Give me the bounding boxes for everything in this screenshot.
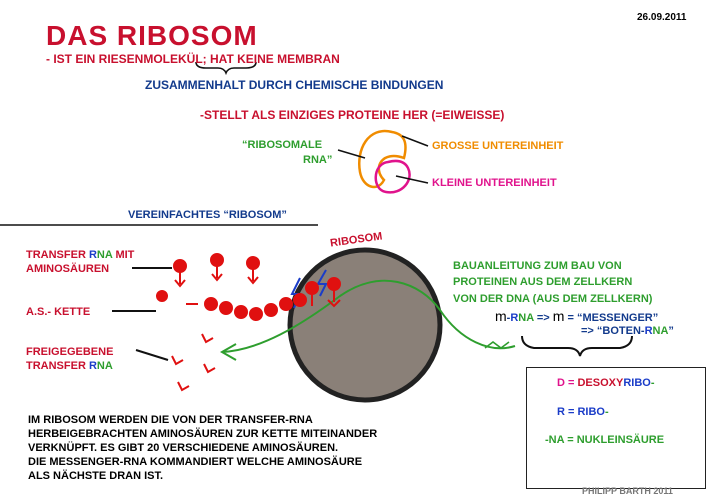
text-m: m bbox=[495, 308, 507, 324]
summary-line: ALS NÄCHSTE DRAN IST. bbox=[28, 470, 164, 482]
text-r: R bbox=[88, 360, 97, 372]
mrna-strand bbox=[221, 279, 516, 353]
trna-group bbox=[173, 253, 341, 308]
boten-line: => “BOTEN-RNA” bbox=[581, 325, 674, 337]
trna-label-line2: AMINOSÄUREN bbox=[26, 263, 110, 275]
text: RIBO bbox=[577, 406, 605, 418]
summary-line: DIE MESSENGER-RNA KOMMANDIERT WELCHE AMI… bbox=[28, 456, 363, 468]
text: RIBO bbox=[623, 377, 651, 389]
date-label: 26.09.2011 bbox=[637, 12, 687, 23]
simplified-heading: VEREINFACHTES “RIBOSOM” bbox=[128, 209, 287, 221]
cohesion-fact: ZUSAMMENHALT DURCH CHEMISCHE BINDUNGEN bbox=[145, 78, 444, 92]
text: ” bbox=[668, 325, 674, 337]
text: => “BOTEN- bbox=[581, 325, 645, 337]
mrna-tail bbox=[484, 341, 510, 349]
summary-line: HERBEIGEBRACHTEN AMINOSÄUREN ZUR KETTE M… bbox=[28, 428, 378, 440]
ribosome-circle bbox=[287, 247, 443, 403]
mrna-arrowhead bbox=[219, 343, 237, 361]
text-na: NA bbox=[96, 360, 113, 372]
legend-na: -NA = NUKLEINSÄURE bbox=[545, 434, 664, 446]
released-trna bbox=[171, 333, 216, 392]
bond-bolt-icon bbox=[316, 269, 328, 297]
text-na: NA bbox=[518, 312, 534, 324]
text-na: NA bbox=[652, 325, 669, 337]
large-subunit-pointer bbox=[401, 135, 429, 147]
text-r: R bbox=[88, 249, 97, 261]
text-m2: m bbox=[552, 308, 565, 324]
text-r: R bbox=[510, 312, 519, 324]
large-subunit-shape bbox=[358, 129, 407, 189]
text: - bbox=[650, 377, 655, 389]
summary-line: IM RIBOSOM WERDEN DIE VON DER TRANSFER-R… bbox=[28, 414, 313, 426]
amino-acid-chain bbox=[156, 290, 307, 321]
brace-right bbox=[521, 335, 633, 357]
chain-label: A.S.- KETTE bbox=[26, 306, 91, 318]
blueprint-line2: PROTEINEN AUS DEM ZELLKERN bbox=[453, 276, 633, 288]
text: D = bbox=[557, 377, 578, 389]
text-messenger: = “MESSENGER” bbox=[564, 312, 659, 324]
trna-label-line1: TRANSFER RNA MIT bbox=[26, 249, 134, 261]
rrna-pointer bbox=[337, 149, 366, 159]
text: NUKLEINSÄURE bbox=[576, 434, 665, 446]
blueprint-line3: VON DER DNA (AUS DEM ZELLKERN) bbox=[453, 293, 653, 305]
text-arrow: => bbox=[533, 312, 553, 324]
label-pointers bbox=[112, 267, 172, 361]
text: R = bbox=[557, 406, 578, 418]
text: MIT bbox=[112, 249, 135, 261]
text-r: R bbox=[644, 325, 653, 337]
text: DESOXY bbox=[577, 377, 624, 389]
rrna-label-line2: RNA” bbox=[303, 154, 333, 166]
protein-fact: -STELLT ALS EINZIGES PROTEINE HER (=EIWE… bbox=[200, 108, 505, 122]
text: TRANSFER bbox=[26, 360, 89, 372]
text-na: NA bbox=[96, 249, 113, 261]
subtitle: - IST EIN RIESENMOLEKÜL; HAT KEINE MEMBR… bbox=[46, 52, 340, 66]
large-subunit-label: GROSSE UNTEREINHEIT bbox=[432, 140, 564, 152]
text: TRANSFER bbox=[26, 249, 89, 261]
legend-box bbox=[526, 367, 706, 489]
freed-trna-line1: FREIGEGEBENE bbox=[26, 346, 114, 358]
author-credit: PHILIPP BARTH 2011 bbox=[582, 486, 673, 496]
summary-line: VERKNÜPFT. ES GIBT 20 VERSCHIEDENE AMINO… bbox=[28, 442, 339, 454]
brace-underline bbox=[195, 61, 257, 76]
rrna-label-line1: “RIBOSOMALE bbox=[242, 139, 323, 151]
blueprint-line1: BAUANLEITUNG ZUM BAU VON bbox=[453, 260, 622, 272]
mrna-line: m-RNA => m = “MESSENGER” bbox=[495, 308, 658, 324]
small-subunit-label: KLEINE UNTEREINHEIT bbox=[432, 177, 557, 189]
text: -NA = bbox=[545, 434, 577, 446]
page-title: DAS RIBOSOM bbox=[46, 20, 258, 51]
legend-r: R = RIBO- bbox=[557, 406, 609, 418]
legend-d: D = DESOXYRIBO- bbox=[557, 377, 655, 389]
text: - bbox=[604, 406, 609, 418]
small-subunit-pointer bbox=[395, 175, 429, 184]
freed-trna-line2: TRANSFER RNA bbox=[26, 360, 113, 372]
text-dash: - bbox=[506, 312, 511, 324]
small-subunit-shape bbox=[374, 159, 411, 194]
